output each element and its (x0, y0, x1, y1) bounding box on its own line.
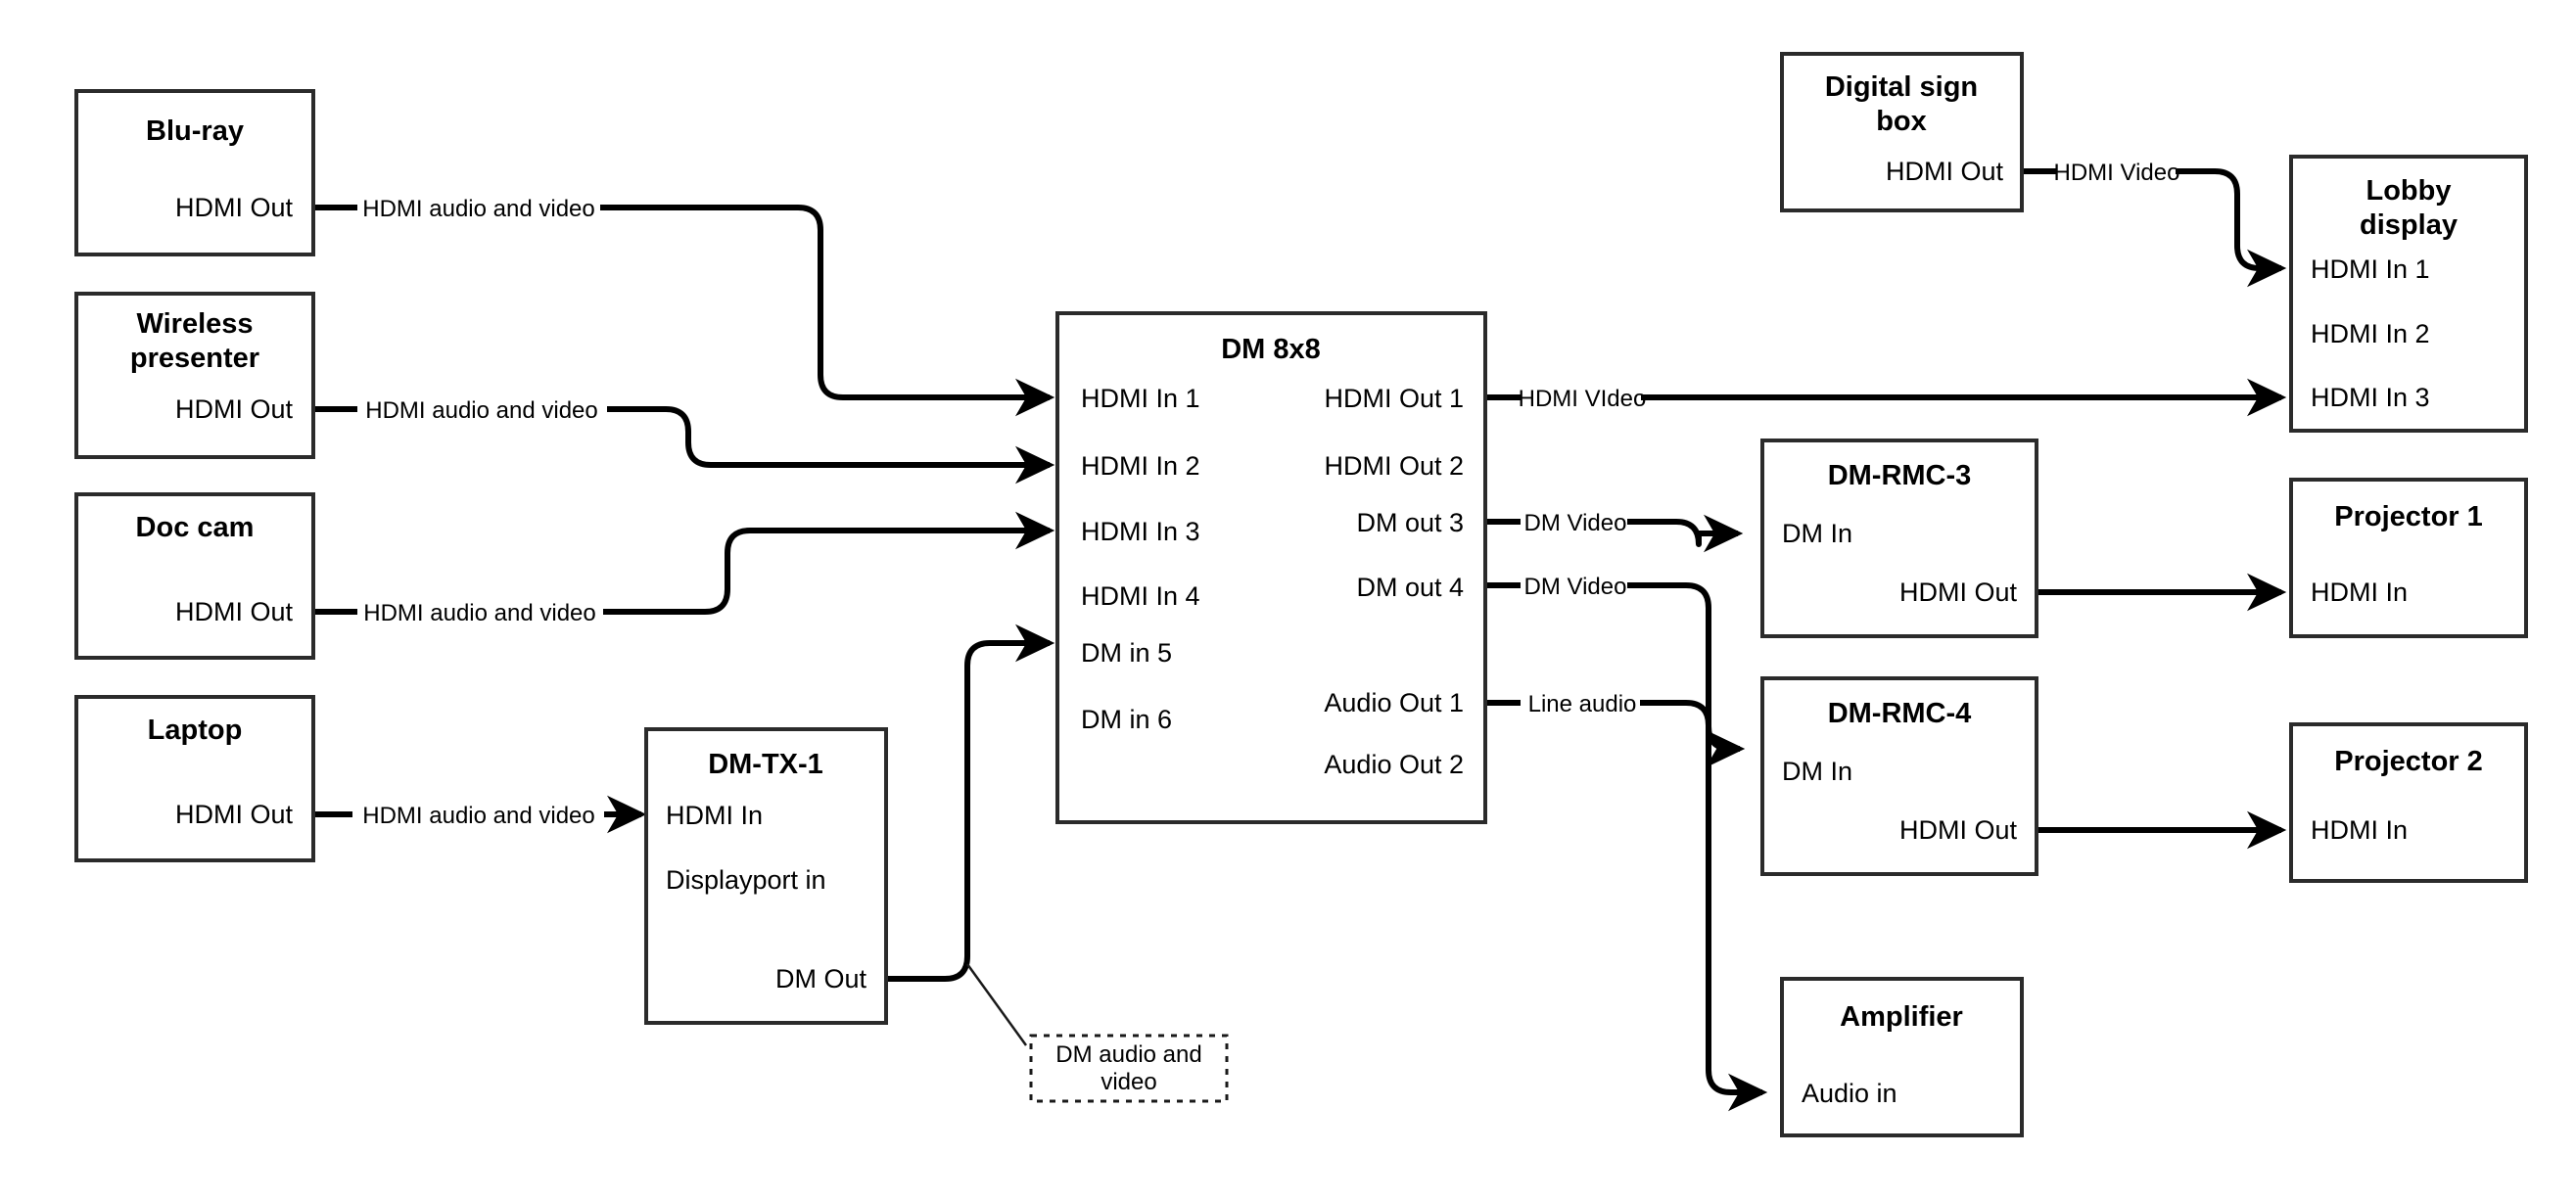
node-projector-2-frame[interactable] (2289, 722, 2528, 883)
node-laptop-port-hdmi-out: HDMI Out (175, 800, 294, 829)
node-projector-1-port-hdmi-in: HDMI In (2311, 577, 2408, 607)
node-dm-rmc-4-port-dm-in: DM In (1782, 757, 1852, 786)
node-digital-sign-box[interactable]: Digital sign box HDMI Out (1780, 52, 2024, 212)
node-amplifier-frame[interactable] (1780, 977, 2024, 1137)
node-dm-8x8-output-hdmi-out-1: HDMI Out 1 (1324, 384, 1464, 413)
link-label-dm-out1-to-lobby: HDMI VIdeo (1519, 386, 1647, 412)
node-dm-8x8-input-hdmi-in-3: HDMI In 3 (1081, 517, 1200, 546)
node-projector-1-frame[interactable] (2289, 478, 2528, 638)
node-dm-8x8-input-hdmi-in-4: HDMI In 4 (1081, 581, 1200, 611)
node-amplifier-title: Amplifier (1840, 1001, 1963, 1033)
node-wireless-presenter[interactable]: Wireless presenter HDMI Out (74, 292, 315, 459)
node-lobby-display-input-hdmi-in-3: HDMI In 3 (2311, 383, 2430, 412)
callout-dm-audio-and-video-line1: DM audio and (1055, 1041, 1201, 1068)
node-dm-rmc-3[interactable]: DM-RMC-3 DM In HDMI Out (1760, 439, 2038, 638)
node-dm-8x8[interactable]: DM 8x8 HDMI In 1 HDMI In 2 HDMI In 3 HDM… (1055, 311, 1487, 824)
node-dm-8x8-input-dm-in-5: DM in 5 (1081, 638, 1172, 668)
node-dm-tx-1[interactable]: DM-TX-1 HDMI In Displayport in DM Out (644, 727, 888, 1025)
node-digital-sign-box-title-line2: box (1876, 106, 1927, 137)
wire-dm-audio-out-1-to-amplifier (1485, 700, 1762, 1092)
node-dm-rmc-3-frame[interactable] (1760, 439, 2038, 638)
node-dm-tx-1-title: DM-TX-1 (708, 749, 823, 780)
node-dm-rmc-4-port-hdmi-out: HDMI Out (1899, 815, 2018, 845)
node-dm-rmc-4-title: DM-RMC-4 (1828, 698, 1972, 729)
node-dm-rmc-3-title: DM-RMC-3 (1828, 460, 1972, 491)
node-dm-8x8-output-dm-out-3: DM out 3 (1356, 508, 1464, 537)
node-projector-2[interactable]: Projector 2 HDMI In (2289, 722, 2528, 883)
node-wireless-presenter-title-line1: Wireless (136, 308, 253, 340)
callout-dm-audio-and-video: DM audio and video (1029, 1034, 1229, 1103)
node-dm-8x8-input-hdmi-in-1: HDMI In 1 (1081, 384, 1200, 413)
node-doc-cam[interactable]: Doc cam HDMI Out (74, 492, 315, 660)
node-dm-tx-1-port-displayport-in: Displayport in (666, 865, 826, 895)
node-dm-8x8-output-hdmi-out-2: HDMI Out 2 (1324, 451, 1464, 481)
node-wireless-presenter-port-hdmi-out: HDMI Out (175, 394, 294, 424)
node-dm-8x8-input-dm-in-6: DM in 6 (1081, 705, 1172, 734)
node-projector-2-title: Projector 2 (2334, 746, 2483, 777)
node-dm-tx-1-port-dm-out: DM Out (775, 964, 867, 993)
node-lobby-display-title-line2: display (2360, 209, 2458, 241)
node-dm-8x8-output-audio-out-2: Audio Out 2 (1324, 750, 1464, 779)
callout-leader-line (965, 963, 1028, 1046)
link-label-bluray-to-dm: HDMI audio and video (362, 196, 594, 222)
link-label-wireless-to-dm: HDMI audio and video (365, 397, 597, 424)
node-dm-rmc-3-port-dm-in: DM In (1782, 519, 1852, 548)
node-digital-sign-box-title-line1: Digital sign (1825, 71, 1978, 103)
callout-dm-audio-and-video-line2: video (1101, 1069, 1156, 1095)
node-dm-rmc-4-frame[interactable] (1760, 676, 2038, 876)
node-doc-cam-frame[interactable] (74, 492, 315, 660)
wire-signbox-to-lobby-hdmi-in-1 (2022, 168, 2281, 268)
node-dm-rmc-4[interactable]: DM-RMC-4 DM In HDMI Out (1760, 676, 2038, 876)
node-projector-2-port-hdmi-in: HDMI In (2311, 815, 2408, 845)
node-doc-cam-port-hdmi-out: HDMI Out (175, 597, 294, 626)
node-bluray[interactable]: Blu-ray HDMI Out (74, 89, 315, 256)
node-lobby-display-frame[interactable] (2289, 155, 2528, 433)
node-lobby-display[interactable]: Lobby display HDMI In 1 HDMI In 2 HDMI I… (2289, 155, 2528, 433)
wire-dm-out-4-to-rmc4-dm-in (1485, 582, 1740, 749)
node-digital-sign-box-frame[interactable] (1780, 52, 2024, 212)
node-laptop-title: Laptop (148, 715, 243, 746)
link-label-signbox-to-lobby: HDMI Video (2054, 160, 2180, 186)
node-dm-rmc-3-port-hdmi-out: HDMI Out (1899, 577, 2018, 607)
node-doc-cam-title: Doc cam (136, 512, 255, 543)
link-label-dm-audio-to-amp: Line audio (1528, 691, 1637, 717)
node-bluray-frame[interactable] (74, 89, 315, 256)
node-digital-sign-box-port-hdmi-out: HDMI Out (1886, 157, 2004, 186)
wire-doccam-to-dm-hdmi-in-3 (313, 531, 1050, 615)
node-projector-1-title: Projector 1 (2334, 501, 2483, 532)
wire-wireless-to-dm-hdmi-in-2 (313, 406, 1050, 465)
node-dm-8x8-output-audio-out-1: Audio Out 1 (1324, 688, 1464, 717)
link-label-laptop-to-tx: HDMI audio and video (362, 803, 594, 829)
node-dm-tx-1-frame[interactable] (644, 727, 888, 1025)
node-dm-8x8-input-hdmi-in-2: HDMI In 2 (1081, 451, 1200, 481)
node-wireless-presenter-title-line2: presenter (130, 343, 259, 374)
node-laptop-frame[interactable] (74, 695, 315, 862)
node-lobby-display-title-line1: Lobby (2366, 175, 2452, 207)
wire-dmtx-out-to-dm-in-5 (886, 624, 1055, 982)
node-projector-1[interactable]: Projector 1 HDMI In (2289, 478, 2528, 638)
node-bluray-port-hdmi-out: HDMI Out (175, 193, 294, 222)
node-lobby-display-input-hdmi-in-2: HDMI In 2 (2311, 319, 2430, 348)
node-amplifier-port-audio-in: Audio in (1802, 1079, 1897, 1108)
link-label-dm-out4-to-rmc4: DM Video (1524, 574, 1627, 600)
node-wireless-presenter-frame[interactable] (74, 292, 315, 459)
wire-dm-out-3-to-rmc3-dm-in (1485, 522, 1738, 544)
node-dm-8x8-frame[interactable] (1055, 311, 1487, 824)
link-label-dm-out3-to-rmc3: DM Video (1524, 510, 1627, 536)
wire-bluray-to-dm-hdmi-in-1 (313, 205, 1050, 397)
node-amplifier[interactable]: Amplifier Audio in (1780, 977, 2024, 1137)
node-dm-tx-1-port-hdmi-in: HDMI In (666, 801, 763, 830)
node-dm-8x8-title: DM 8x8 (1221, 334, 1321, 365)
node-lobby-display-input-hdmi-in-1: HDMI In 1 (2311, 254, 2430, 284)
callout-dm-audio-and-video-frame (1029, 1034, 1229, 1103)
node-laptop[interactable]: Laptop HDMI Out (74, 695, 315, 862)
link-label-doccam-to-dm: HDMI audio and video (363, 600, 595, 626)
node-dm-8x8-output-dm-out-4: DM out 4 (1356, 573, 1464, 602)
node-bluray-title: Blu-ray (146, 115, 244, 147)
